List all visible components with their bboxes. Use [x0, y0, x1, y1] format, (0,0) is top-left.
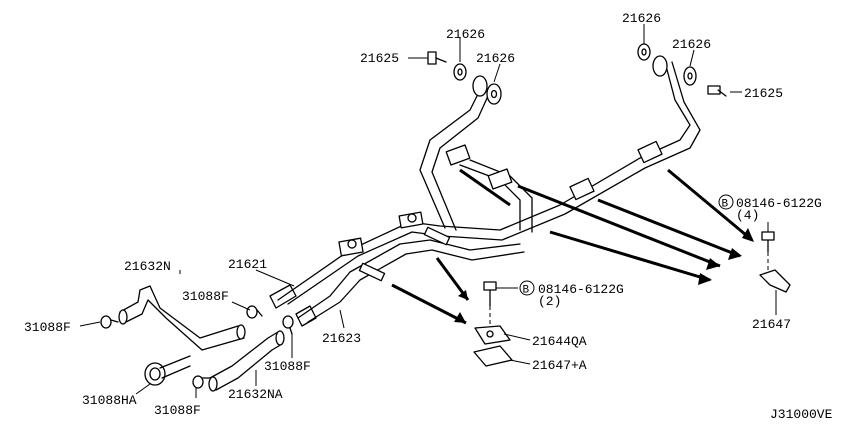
- bracket-21644QA: [474, 325, 511, 345]
- clamp-31088F-left: [100, 315, 119, 329]
- label-21626-a: 21626: [446, 27, 485, 42]
- label-31088F-lower: 31088F: [154, 403, 201, 418]
- label-21621: 21621: [228, 257, 267, 272]
- bolt-21625-left: [427, 51, 447, 65]
- label-21632NA: 21632NA: [228, 387, 283, 402]
- label-21647-right: 21647: [752, 317, 791, 332]
- label-bolt-right-symbol: B: [722, 199, 729, 211]
- label-21625-a: 21625: [360, 51, 399, 66]
- label-21626-d: 21626: [672, 37, 711, 52]
- bolt-21625-right: [707, 85, 727, 97]
- label-bolt-right-qty: (4): [736, 208, 759, 223]
- label-31088F-left: 31088F: [24, 320, 71, 335]
- label-21632N: 21632N: [124, 259, 171, 274]
- hose-21632N: [118, 285, 246, 351]
- cooler-pipe-assembly: [269, 61, 701, 327]
- label-21626-c: 21626: [622, 11, 661, 26]
- clamp-31088F-upper: [246, 305, 263, 319]
- grommet-21626-right-upper: [637, 43, 651, 61]
- bolt-08146-right: [761, 231, 775, 270]
- clamp-31088F-mid: [282, 315, 294, 335]
- hose-21632NA: [208, 330, 285, 392]
- diagram-code: J31000VE: [770, 407, 833, 422]
- indicator-arrows: [391, 168, 754, 325]
- bracket-21647-right: [759, 269, 791, 293]
- b-symbol-icon: [519, 280, 535, 296]
- bracket-21647A: [473, 345, 513, 367]
- leader-lines: [79, 24, 777, 398]
- grommet-21626-right-lower: [652, 55, 697, 86]
- label-21625-b: 21625: [744, 86, 783, 101]
- grommet-21626-left-lower: [472, 75, 502, 105]
- b-symbol-icon: [718, 194, 734, 210]
- label-bolt-center-code: 08146-6122G: [538, 282, 624, 297]
- label-bolt-center-symbol: B: [523, 285, 530, 297]
- grommet-21626-left-upper: [453, 63, 467, 81]
- label-31088F-upper: 31088F: [182, 289, 229, 304]
- label-bolt-right-code: 08146-6122G: [736, 196, 822, 211]
- label-31088HA: 31088HA: [82, 393, 137, 408]
- label-31088F-mid: 31088F: [264, 359, 311, 374]
- label-21623: 21623: [322, 331, 361, 346]
- label-bolt-center-qty: (2): [538, 294, 561, 309]
- label-21647A: 21647+A: [532, 358, 587, 373]
- label-bolt-center: B 08146-6122G (2): [519, 280, 624, 309]
- clamp-31088HA: [144, 355, 191, 386]
- bolt-08146-center: [483, 281, 497, 324]
- label-21644QA: 21644QA: [532, 334, 587, 349]
- label-21626-b: 21626: [476, 51, 515, 66]
- clamp-31088F-lower: [192, 375, 211, 389]
- label-bolt-right: B 08146-6122G (4): [718, 194, 822, 223]
